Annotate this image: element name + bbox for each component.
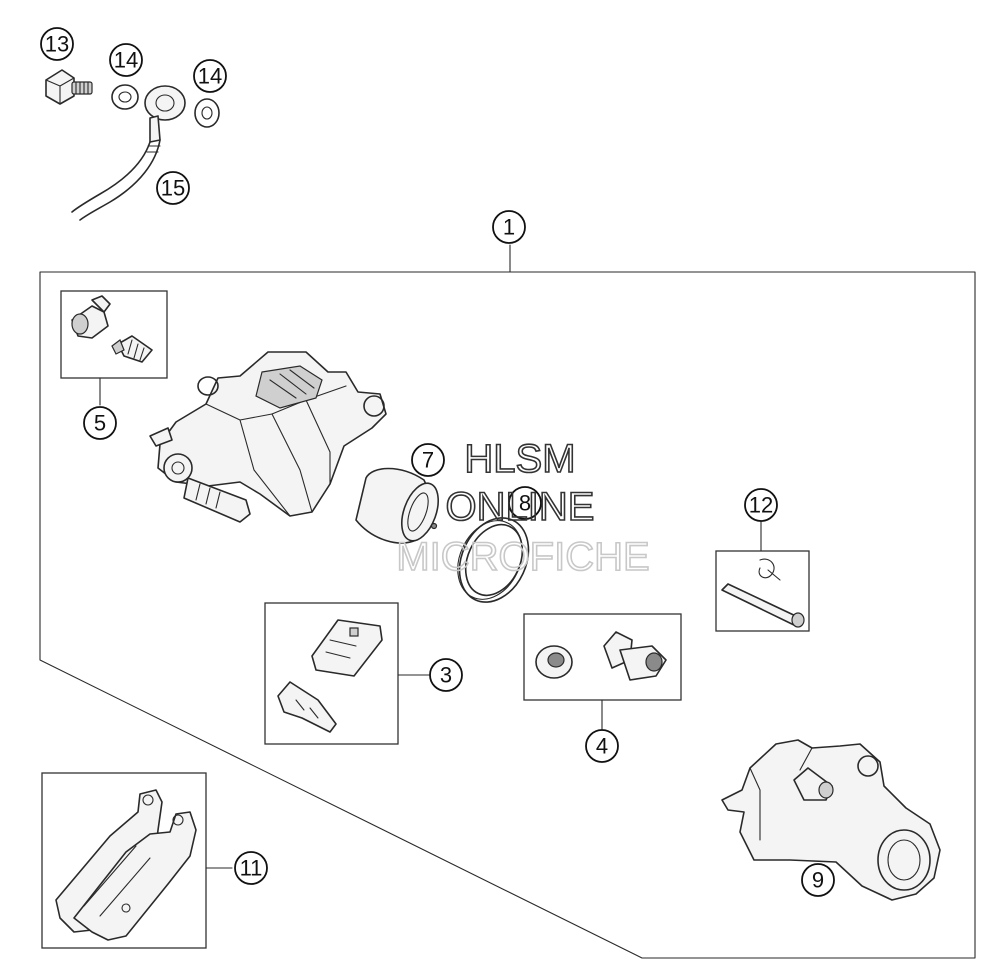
callout-1-label: 1 xyxy=(503,215,515,240)
callout-3: 3 xyxy=(429,658,463,692)
piston-part-7 xyxy=(355,467,440,544)
callout-1: 1 xyxy=(492,210,526,244)
bleeder-valve-box-part-5 xyxy=(60,290,168,406)
washer-part-14-right xyxy=(194,98,220,128)
callout-13-label: 13 xyxy=(45,32,69,57)
kit-outline-part-1 xyxy=(39,244,976,959)
callout-3-label: 3 xyxy=(440,663,452,688)
callout-9-label: 9 xyxy=(812,868,824,893)
callout-14-left-label: 14 xyxy=(114,48,138,73)
callout-11: 11 xyxy=(234,851,268,885)
callout-12: 12 xyxy=(744,488,778,522)
caliper-body xyxy=(149,351,387,523)
callout-12-label: 12 xyxy=(749,493,773,518)
brake-pads-box-part-11 xyxy=(41,772,233,949)
seal-ring-part-8 xyxy=(457,517,530,603)
callout-8: 8 xyxy=(508,486,542,520)
callout-14-left: 14 xyxy=(109,43,143,77)
callout-11-label: 11 xyxy=(240,856,263,881)
callout-15-label: 15 xyxy=(161,176,185,201)
banjo-bolt-part-13 xyxy=(45,69,93,105)
washer-part-14-left xyxy=(111,84,139,110)
bushing-box-part-4 xyxy=(523,613,682,731)
watermark: HLSM ONLINE MICROFICHE xyxy=(396,436,651,580)
callout-14-right-label: 14 xyxy=(198,64,222,89)
watermark-line-2: ONLINE xyxy=(446,485,595,529)
callout-8-label: 8 xyxy=(519,491,531,516)
retaining-plate-box-part-3 xyxy=(264,602,431,745)
callout-13: 13 xyxy=(40,27,74,61)
callout-15: 15 xyxy=(156,171,190,205)
pin-box-part-12 xyxy=(715,519,810,632)
watermark-line-3: MICROFICHE xyxy=(396,535,649,579)
caliper-bracket-part-9 xyxy=(721,739,941,901)
callout-5: 5 xyxy=(83,406,117,440)
callout-4: 4 xyxy=(585,729,619,763)
callout-7: 7 xyxy=(411,443,445,477)
callout-9: 9 xyxy=(801,863,835,897)
watermark-line-1: HLSM xyxy=(464,437,575,481)
callout-7-label: 7 xyxy=(422,448,434,473)
callout-5-label: 5 xyxy=(94,411,106,436)
brake-hose-part-15 xyxy=(71,85,186,221)
callout-4-label: 4 xyxy=(596,734,608,759)
callout-14-right: 14 xyxy=(193,59,227,93)
